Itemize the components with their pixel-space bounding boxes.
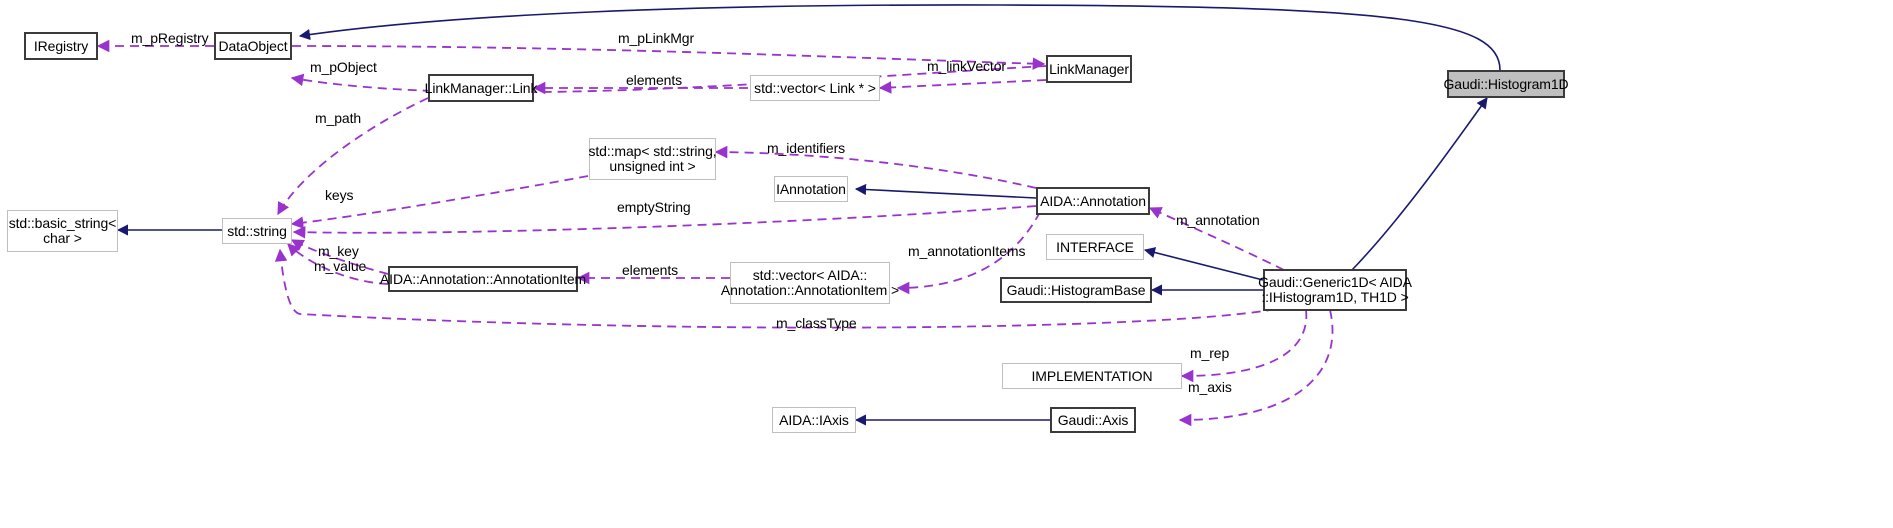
edge-inherit-histogram1d-dataobject xyxy=(298,4,1501,71)
node-aida-annotation[interactable]: AIDA::Annotation xyxy=(1036,187,1150,215)
edge-label-m-linkvector: m_linkVector xyxy=(927,58,1006,74)
edge-label-m-plinkmgr: m_pLinkMgr xyxy=(618,30,695,46)
edge-label-m-annotationitems: m_annotationItems xyxy=(908,243,1026,259)
edge-label-emptystring: emptyString xyxy=(617,199,691,215)
node-iregistry[interactable]: IRegistry xyxy=(24,32,98,60)
edge-inherit-generic1d-interface xyxy=(1143,247,1264,281)
edge-label-m-axis: m_axis xyxy=(1188,379,1232,395)
edge-label-m-pobject: m_pObject xyxy=(310,59,377,75)
edge-usage-m-axis xyxy=(1178,309,1334,427)
edge-usage-m-identifiers xyxy=(714,145,1037,189)
node-vector-annotation-item[interactable]: std::vector< AIDA:: Annotation::Annotati… xyxy=(721,262,899,304)
node-gaudi-axis[interactable]: Gaudi::Axis xyxy=(1050,407,1136,433)
edge-label-m-identifiers: m_identifiers xyxy=(767,140,846,156)
edge-label-keys: keys xyxy=(325,187,354,203)
node-linkmanager-link[interactable]: LinkManager::Link xyxy=(425,74,537,102)
node-vector-link-ptr[interactable]: std::vector< Link * > xyxy=(750,75,880,101)
edge-label-elements-annitem: elements xyxy=(622,262,679,278)
edge-usage-m-value xyxy=(287,243,389,285)
edge-label-m-classtype: m_classType xyxy=(776,315,857,331)
node-map-string-uint[interactable]: std::map< std::string, unsigned int > xyxy=(588,138,717,180)
node-iannotation[interactable]: IAnnotation xyxy=(774,176,848,202)
edge-usage-m-annotationitems xyxy=(896,211,1041,295)
node-gaudi-histogram1d[interactable]: Gaudi::Histogram1D xyxy=(1443,70,1569,98)
node-interface[interactable]: INTERFACE xyxy=(1046,234,1144,260)
edge-label-m-value: m_value xyxy=(314,258,367,274)
edge-usage-m-plinkmgr xyxy=(291,45,1046,70)
edge-label-m-key: m_key xyxy=(318,243,359,259)
edge-inherit-annotation-iannotation xyxy=(854,183,1037,199)
edge-usage-m-linkvector xyxy=(878,79,1047,94)
edge-inherit-generic1d-histogram1d xyxy=(1351,97,1488,271)
node-dataobject[interactable]: DataObject xyxy=(214,32,292,60)
node-basic-string-char[interactable]: std::basic_string< char > xyxy=(7,210,118,252)
edge-label-m-annotation: m_annotation xyxy=(1176,212,1260,228)
node-annotation-item[interactable]: AIDA::Annotation::AnnotationItem xyxy=(380,266,586,292)
node-gaudi-histogrambase[interactable]: Gaudi::HistogramBase xyxy=(1000,277,1152,303)
edge-usage-m-pobject xyxy=(290,65,1047,94)
edge-usage-emptystring xyxy=(292,205,1037,239)
node-std-string[interactable]: std::string xyxy=(222,218,292,244)
edge-usage-m-annotation xyxy=(1148,207,1285,271)
node-implementation[interactable]: IMPLEMENTATION xyxy=(1002,363,1182,389)
edge-usage-m-path xyxy=(277,97,429,216)
edge-label-m-pregistry: m_pRegistry xyxy=(131,30,209,46)
edge-usage-keys xyxy=(290,175,589,229)
node-linkmanager[interactable]: LinkManager xyxy=(1046,55,1132,83)
edge-label-m-rep: m_rep xyxy=(1190,345,1230,361)
node-aida-iaxis[interactable]: AIDA::IAxis xyxy=(772,407,856,433)
edge-label-elements-link: elements xyxy=(626,72,683,88)
edge-label-m-path: m_path xyxy=(315,110,362,126)
edge-usage-m-rep xyxy=(1180,309,1308,383)
node-gaudi-generic1d[interactable]: Gaudi::Generic1D< AIDA ::IHistogram1D, T… xyxy=(1258,269,1412,311)
